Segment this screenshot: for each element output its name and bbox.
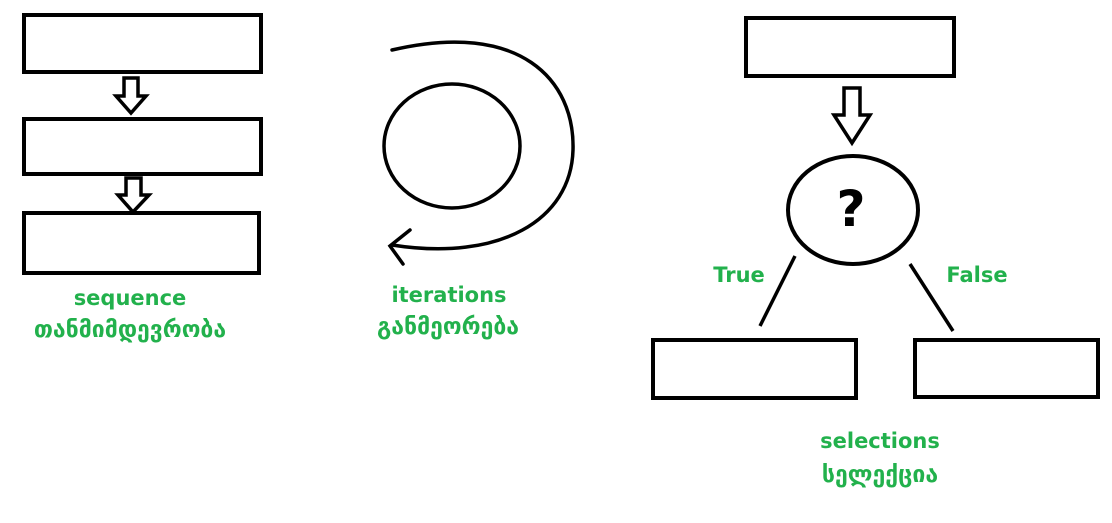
iteration-group xyxy=(382,40,575,266)
false-branch-line xyxy=(908,263,955,332)
iteration-loop-arc xyxy=(390,40,575,251)
true-result-box xyxy=(651,338,858,400)
sequence-box-2 xyxy=(22,117,263,176)
sequence-label-ka: თანმიმდევრობა xyxy=(34,317,226,343)
true-branch-label: True xyxy=(713,263,765,287)
selection-label-en: selections xyxy=(820,429,940,453)
iteration-label-en: iterations xyxy=(391,283,506,307)
selection-top-box xyxy=(744,16,956,78)
false-branch-label: False xyxy=(946,263,1007,287)
decision-ellipse xyxy=(786,154,920,266)
sequence-box-3 xyxy=(22,211,261,275)
iteration-circle xyxy=(382,82,522,210)
true-branch-line xyxy=(758,255,797,327)
sequence-group xyxy=(22,13,263,275)
selection-label-ka: სელექცია xyxy=(822,462,938,488)
selection-down-arrow xyxy=(830,86,874,147)
false-result-box xyxy=(913,338,1100,399)
iteration-arrowhead xyxy=(387,228,412,266)
iteration-label-ka: განმეორება xyxy=(377,314,519,340)
decision-question-mark: ? xyxy=(836,180,865,238)
sequence-box-1 xyxy=(22,13,263,74)
sequence-arrow-1 xyxy=(112,76,150,116)
selection-group xyxy=(651,16,1100,400)
sequence-label-en: sequence xyxy=(74,286,187,310)
sequence-arrow-2 xyxy=(114,176,154,215)
